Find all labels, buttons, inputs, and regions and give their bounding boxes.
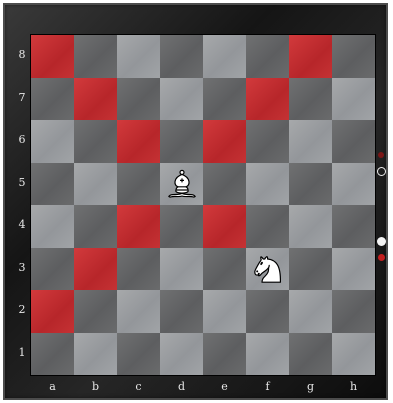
rank-label-6: 6 bbox=[16, 133, 28, 146]
square-c5[interactable] bbox=[117, 163, 160, 206]
square-b4[interactable] bbox=[74, 205, 117, 248]
square-a8[interactable] bbox=[31, 35, 74, 78]
black-move-dot-icon bbox=[378, 152, 384, 158]
square-f8[interactable] bbox=[246, 35, 289, 78]
square-a3[interactable] bbox=[31, 248, 74, 291]
square-b3[interactable] bbox=[74, 248, 117, 291]
square-e5[interactable] bbox=[203, 163, 246, 206]
square-g1[interactable] bbox=[289, 333, 332, 376]
rank-label-7: 7 bbox=[16, 91, 28, 104]
square-d5[interactable] bbox=[160, 163, 203, 206]
square-h4[interactable] bbox=[332, 205, 375, 248]
square-g5[interactable] bbox=[289, 163, 332, 206]
black-to-move-ring-icon bbox=[377, 167, 386, 176]
square-f2[interactable] bbox=[246, 290, 289, 333]
square-a5[interactable] bbox=[31, 163, 74, 206]
white-bishop-icon[interactable] bbox=[164, 165, 200, 203]
square-f3[interactable] bbox=[246, 248, 289, 291]
square-e7[interactable] bbox=[203, 78, 246, 121]
square-h6[interactable] bbox=[332, 120, 375, 163]
square-g2[interactable] bbox=[289, 290, 332, 333]
square-e1[interactable] bbox=[203, 333, 246, 376]
rank-label-2: 2 bbox=[16, 303, 28, 316]
white-knight-icon[interactable] bbox=[250, 250, 286, 288]
square-f4[interactable] bbox=[246, 205, 289, 248]
square-b6[interactable] bbox=[74, 120, 117, 163]
square-b5[interactable] bbox=[74, 163, 117, 206]
file-label-d: d bbox=[160, 380, 203, 393]
square-e4[interactable] bbox=[203, 205, 246, 248]
file-label-a: a bbox=[31, 380, 74, 393]
square-g7[interactable] bbox=[289, 78, 332, 121]
file-label-c: c bbox=[117, 380, 160, 393]
square-c4[interactable] bbox=[117, 205, 160, 248]
square-e6[interactable] bbox=[203, 120, 246, 163]
square-f6[interactable] bbox=[246, 120, 289, 163]
square-c7[interactable] bbox=[117, 78, 160, 121]
square-e3[interactable] bbox=[203, 248, 246, 291]
white-move-red-dot-icon bbox=[378, 254, 385, 261]
square-b7[interactable] bbox=[74, 78, 117, 121]
square-c3[interactable] bbox=[117, 248, 160, 291]
square-e2[interactable] bbox=[203, 290, 246, 333]
square-b2[interactable] bbox=[74, 290, 117, 333]
square-c8[interactable] bbox=[117, 35, 160, 78]
file-label-f: f bbox=[246, 380, 289, 393]
square-g4[interactable] bbox=[289, 205, 332, 248]
square-b8[interactable] bbox=[74, 35, 117, 78]
file-label-g: g bbox=[289, 380, 332, 393]
square-h8[interactable] bbox=[332, 35, 375, 78]
square-h2[interactable] bbox=[332, 290, 375, 333]
rank-label-8: 8 bbox=[16, 48, 28, 61]
file-label-h: h bbox=[332, 380, 375, 393]
square-a6[interactable] bbox=[31, 120, 74, 163]
square-f5[interactable] bbox=[246, 163, 289, 206]
square-c6[interactable] bbox=[117, 120, 160, 163]
square-b1[interactable] bbox=[74, 333, 117, 376]
square-f1[interactable] bbox=[246, 333, 289, 376]
square-d7[interactable] bbox=[160, 78, 203, 121]
square-g6[interactable] bbox=[289, 120, 332, 163]
square-c2[interactable] bbox=[117, 290, 160, 333]
square-d2[interactable] bbox=[160, 290, 203, 333]
file-label-b: b bbox=[74, 380, 117, 393]
file-label-e: e bbox=[203, 380, 246, 393]
square-d6[interactable] bbox=[160, 120, 203, 163]
square-d4[interactable] bbox=[160, 205, 203, 248]
square-g3[interactable] bbox=[289, 248, 332, 291]
square-h7[interactable] bbox=[332, 78, 375, 121]
rank-label-3: 3 bbox=[16, 261, 28, 274]
square-a1[interactable] bbox=[31, 333, 74, 376]
chessboard bbox=[31, 35, 375, 375]
square-f7[interactable] bbox=[246, 78, 289, 121]
square-a2[interactable] bbox=[31, 290, 74, 333]
square-h1[interactable] bbox=[332, 333, 375, 376]
square-g8[interactable] bbox=[289, 35, 332, 78]
square-d1[interactable] bbox=[160, 333, 203, 376]
square-h3[interactable] bbox=[332, 248, 375, 291]
square-c1[interactable] bbox=[117, 333, 160, 376]
rank-label-4: 4 bbox=[16, 218, 28, 231]
square-d3[interactable] bbox=[160, 248, 203, 291]
white-to-move-dot-icon bbox=[377, 237, 386, 246]
rank-label-5: 5 bbox=[16, 176, 28, 189]
square-h5[interactable] bbox=[332, 163, 375, 206]
square-a4[interactable] bbox=[31, 205, 74, 248]
square-d8[interactable] bbox=[160, 35, 203, 78]
square-a7[interactable] bbox=[31, 78, 74, 121]
square-e8[interactable] bbox=[203, 35, 246, 78]
rank-label-1: 1 bbox=[16, 346, 28, 359]
